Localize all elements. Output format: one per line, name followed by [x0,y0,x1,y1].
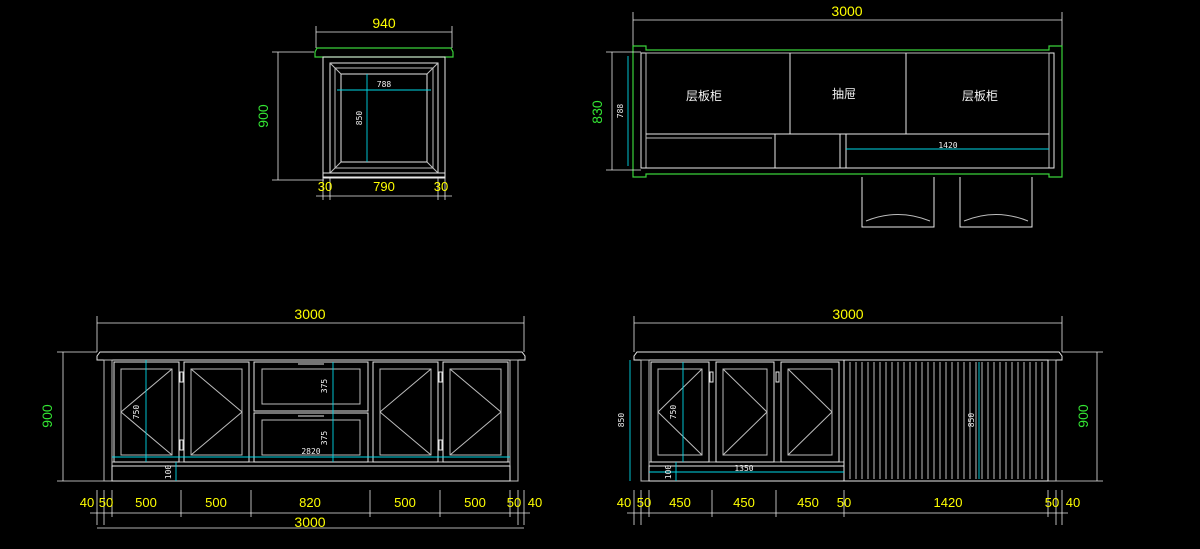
back-door-1 [650,361,710,463]
front-view: 3000 900 [39,306,542,530]
front-top-dim: 3000 [294,306,325,322]
top-view: 3000 层板柜 抽屉 层板柜 1420 830 788 [589,3,1063,228]
front-seg-5: 820 [299,495,321,510]
back-fluted-panel [843,359,1049,482]
side-inner-height: 850 [355,111,364,126]
side-inner-width: 788 [377,80,392,89]
back-countertop [633,351,1063,361]
front-bottom-total: 3000 [294,514,325,530]
back-height-right: 900 [1075,404,1091,428]
front-seg-1: 40 [80,495,94,510]
front-door-4 [442,361,509,463]
back-door-3 [780,361,840,463]
back-panel-height: 850 [967,413,976,428]
top-outline [632,45,1063,178]
side-bottom-right: 30 [434,179,448,194]
back-plinth: 100 [664,465,673,480]
top-middle-compartment: 抽屉 [832,87,856,101]
side-height-dim: 900 [255,104,271,128]
back-seg-7: 1420 [934,495,963,510]
front-seg-6: 500 [394,495,416,510]
front-door-2 [183,361,250,463]
front-seg-8: 50 [507,495,521,510]
back-door-height: 750 [669,405,678,420]
back-seg-2: 50 [637,495,651,510]
side-cabinet-body [322,56,446,178]
back-top-dim: 3000 [832,306,863,322]
top-inner-span: 1420 [938,141,957,150]
top-width-dim: 3000 [831,3,862,19]
side-countertop [314,47,454,58]
back-height-left: 850 [617,413,626,428]
back-seg-5: 450 [797,495,819,510]
front-drawer-lower-dim: 375 [320,431,329,446]
back-seg-6: 50 [837,495,851,510]
front-plinth: 100 [164,465,173,480]
front-countertop [96,351,526,361]
front-drawer-upper-dim: 375 [320,379,329,394]
side-view: 940 900 788 850 30 790 30 [255,15,454,200]
front-height-dim: 900 [39,404,55,428]
side-width-dim: 940 [372,15,396,31]
front-drawer-upper [253,361,369,412]
back-door-2 [715,361,775,463]
front-seg-2: 50 [99,495,113,510]
front-seg-4: 500 [205,495,227,510]
back-seg-8: 50 [1045,495,1059,510]
top-depth-outer: 830 [589,100,605,124]
front-inner-span: 2820 [301,447,320,456]
top-left-compartment: 层板柜 [686,89,722,103]
back-seg-9: 40 [1066,495,1080,510]
back-view: 3000 900 850 [617,306,1103,525]
top-depth-inner: 788 [616,104,625,119]
front-seg-7: 500 [464,495,486,510]
front-seg-9: 40 [528,495,542,510]
side-bottom-left: 30 [318,179,332,194]
front-door-3 [372,361,439,463]
front-drawer-lower [253,412,369,463]
front-door-height: 750 [132,405,141,420]
back-seg-3: 450 [669,495,691,510]
front-door-1 [113,361,180,463]
back-inner-span: 1350 [734,464,753,473]
top-right-compartment: 层板柜 [962,89,998,103]
back-seg-1: 40 [617,495,631,510]
bin-right [959,177,1033,228]
bin-left [861,177,935,228]
front-seg-3: 500 [135,495,157,510]
back-seg-4: 450 [733,495,755,510]
side-bottom-mid: 790 [373,179,395,194]
